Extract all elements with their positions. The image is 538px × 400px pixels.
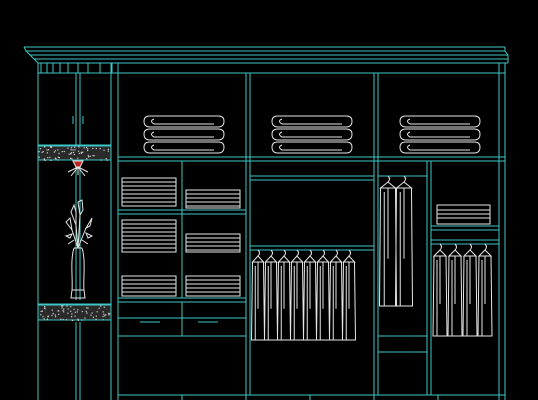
stone-shelf (37, 145, 112, 322)
base-plinth (117, 395, 439, 400)
garment (289, 249, 305, 341)
garment (250, 249, 266, 341)
garment (341, 249, 357, 341)
garment (276, 249, 292, 341)
garment (263, 249, 279, 341)
garment (477, 243, 493, 337)
garment (394, 175, 414, 307)
folded-towel-stacks (143, 115, 481, 154)
towel-stack (143, 115, 225, 154)
shirt-stack (185, 189, 241, 209)
crown-molding (23, 46, 509, 74)
shirt-stack (121, 219, 177, 253)
wall-lamp (67, 160, 89, 177)
shirt-stack (121, 275, 177, 297)
garment (432, 243, 448, 337)
towel-stack (271, 115, 353, 154)
shirt-stack (185, 275, 241, 297)
garment (328, 249, 344, 341)
garment (315, 249, 331, 341)
hanger-clothes (250, 175, 493, 341)
shirt-stack-lines (121, 177, 241, 297)
towel-stack (399, 115, 481, 154)
shirt-stack (121, 177, 177, 207)
garment (302, 249, 318, 341)
garment (462, 243, 478, 337)
right-shelf-stack (436, 204, 491, 225)
cabinet-frame (37, 63, 506, 400)
vase-with-plant (64, 199, 94, 299)
garment (447, 243, 463, 337)
drawer-units (118, 301, 246, 337)
shirt-stack (185, 233, 241, 253)
